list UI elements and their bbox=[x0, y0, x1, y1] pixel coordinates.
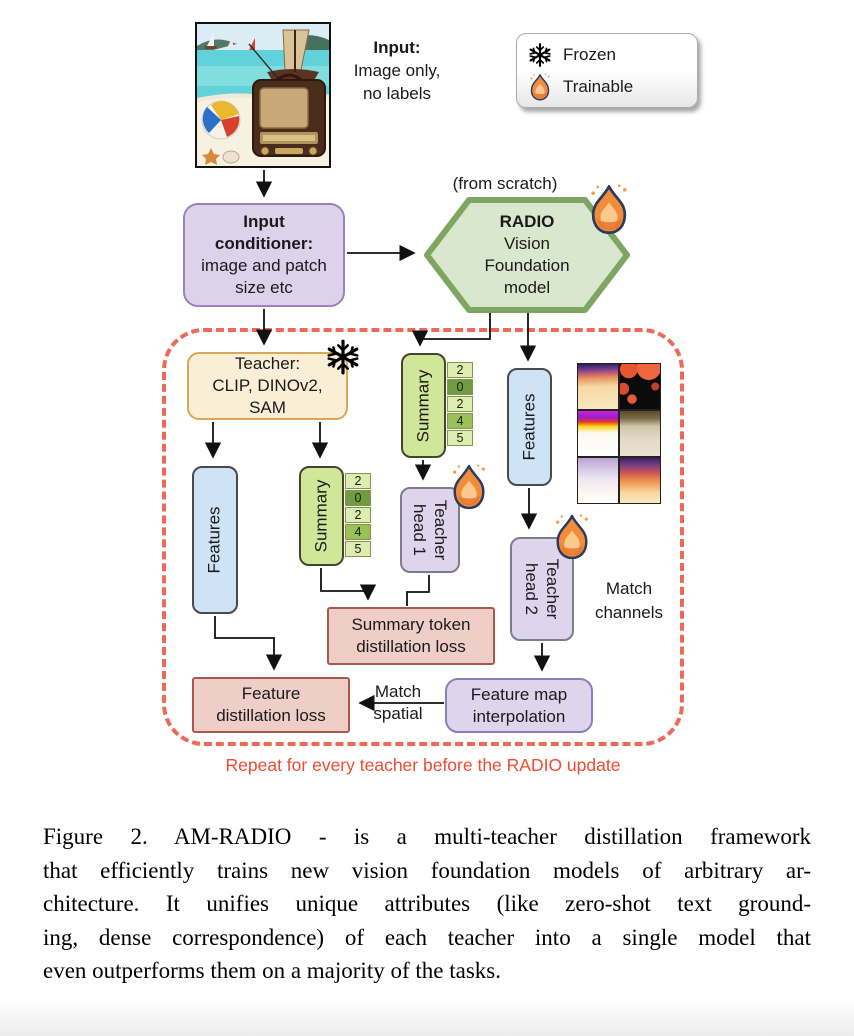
summary-token-stack: 2 0 2 4 5 bbox=[447, 362, 473, 446]
input-image bbox=[195, 22, 331, 168]
legend-trainable-row: Trainable bbox=[527, 71, 697, 103]
feature-distillation-loss-box: Feature distillation loss bbox=[192, 677, 350, 733]
feature-map-tile bbox=[577, 363, 619, 410]
repeat-note: Repeat for every teacher before the RADI… bbox=[225, 755, 621, 775]
radio-hexagon bbox=[424, 197, 630, 313]
snowflake-icon bbox=[527, 42, 553, 68]
legend-frozen-row: Frozen bbox=[527, 39, 697, 71]
feature-map-tile bbox=[577, 457, 619, 504]
feature-map-tile bbox=[577, 410, 619, 457]
caption-line: even outperforms them on a majority of t… bbox=[43, 958, 501, 983]
legend-trainable-label: Trainable bbox=[563, 77, 634, 96]
feature-map-tile bbox=[619, 410, 661, 457]
summary-token-stack: 2 0 2 4 5 bbox=[345, 473, 371, 557]
feature-map-tile bbox=[619, 363, 661, 410]
teacher-summary-box: Summary bbox=[299, 466, 344, 566]
teacher-head-1-box: Teacher head 1 bbox=[400, 487, 460, 573]
input-title: Input: bbox=[373, 38, 421, 57]
match-channels-label: Match channels bbox=[594, 579, 664, 622]
figure-caption: Figure 2. AM-RADIO - is a multi-teacher … bbox=[43, 820, 811, 988]
teacher-box: Teacher: CLIP, DINOv2, SAM bbox=[187, 352, 348, 420]
caption-line: Figure 2. AM-RADIO - is a multi-teacher … bbox=[43, 824, 811, 849]
caption-line: chitecture. It unifies unique attributes… bbox=[43, 891, 811, 916]
radio-summary-box: Summary bbox=[401, 353, 446, 458]
caption-line: ing, dense correspondence) of each teach… bbox=[43, 924, 811, 950]
legend-frozen-label: Frozen bbox=[563, 45, 616, 64]
feature-map-interpolation-box: Feature map interpolation bbox=[445, 678, 593, 733]
input-description: Input: Image only, no labels bbox=[330, 36, 464, 105]
flame-icon bbox=[551, 513, 593, 560]
teacher-features-box: Features bbox=[192, 466, 238, 614]
flame-icon bbox=[527, 73, 553, 101]
from-scratch-label: (from scratch) bbox=[452, 174, 558, 193]
flame-icon bbox=[448, 463, 490, 510]
summary-token-distillation-loss-box: Summary token distillation loss bbox=[327, 607, 495, 665]
feature-map-tile bbox=[619, 457, 661, 504]
legend: Frozen Trainable bbox=[516, 33, 698, 108]
input-conditioner-box: Input conditioner: image and patch size … bbox=[183, 203, 345, 307]
flame-icon bbox=[586, 183, 632, 235]
feature-map-thumbnails bbox=[577, 363, 661, 504]
snowflake-icon bbox=[323, 338, 363, 376]
radio-features-box: Features bbox=[507, 368, 552, 486]
page-bottom-fade bbox=[0, 1000, 854, 1036]
radio-model-box: RADIO Vision Foundation model bbox=[484, 212, 570, 297]
caption-line: that efficiently trains new vision found… bbox=[43, 857, 811, 883]
match-spatial-label: Match spatial bbox=[373, 682, 423, 723]
